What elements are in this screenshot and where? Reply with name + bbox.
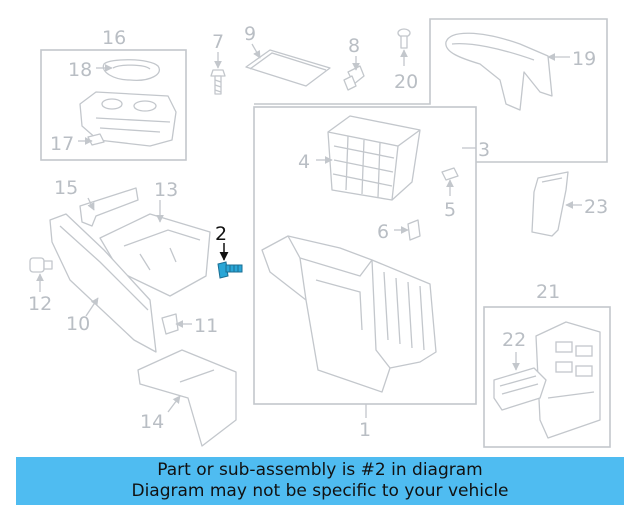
group-box-21 [483,306,611,448]
screw-part-20 [397,28,411,49]
label-18: 18 [68,59,92,81]
label-2: 2 [215,223,227,245]
label-10: 10 [66,313,90,335]
group-box-console [253,106,477,405]
label-4: 4 [298,151,310,173]
label-15: 15 [54,177,78,199]
label-23: 23 [584,196,608,218]
banner-line-disclaimer: Diagram may not be specific to your vehi… [131,481,509,501]
leader-lines [36,43,582,418]
label-22: 22 [502,329,526,351]
banner-line-part-number: Part or sub-assembly is #2 in diagram [157,460,483,480]
label-17: 17 [50,133,74,155]
label-11: 11 [194,315,218,337]
label-14: 14 [140,411,164,433]
lower-panel-part [137,349,237,447]
label-16: 16 [102,27,126,49]
storage-bin-part [327,115,421,201]
info-banner: Part or sub-assembly is #2 in diagram Di… [16,457,624,505]
armrest-lid-part [445,32,553,111]
mat-part [245,49,331,87]
rear-trim-panel-part [535,321,601,439]
label-1: 1 [359,419,371,441]
label-3: 3 [478,139,490,161]
clip-part-11 [161,313,179,335]
label-5: 5 [444,199,456,221]
label-20: 20 [394,71,418,93]
label-9: 9 [244,23,256,45]
label-21: 21 [536,281,560,303]
group-box-16 [40,49,187,161]
label-12: 12 [28,293,52,315]
group-box-19-outline [254,18,608,163]
bracket-part-15 [79,187,139,227]
label-8: 8 [348,35,360,57]
label-19: 19 [572,48,596,70]
label-6: 6 [377,221,389,243]
clip-part-5 [441,167,459,181]
rear-vent-part [493,367,547,411]
side-panel-part [49,213,157,353]
screw-part-7 [210,69,226,95]
vent-duct-part [531,171,569,237]
cupholder-trim-part [79,59,177,147]
console-body-part [261,235,437,393]
plug-part-12 [29,257,53,273]
bolt-part-2 [217,261,243,279]
clip-part-6 [407,219,421,241]
label-13: 13 [154,179,178,201]
clip-part-8 [343,65,365,91]
label-7: 7 [212,31,224,53]
